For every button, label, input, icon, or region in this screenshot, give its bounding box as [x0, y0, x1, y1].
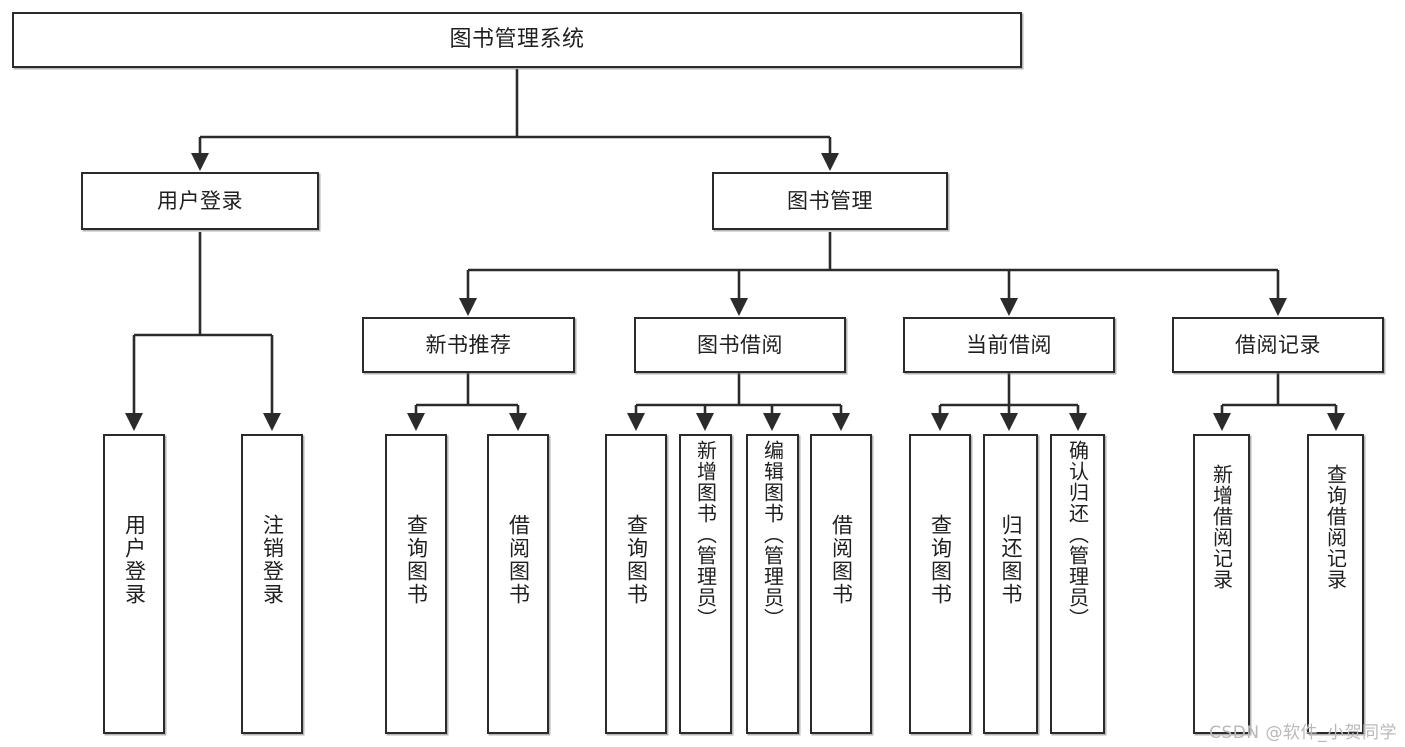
node-leaf-confirm-return-admin[interactable]: 确认归还（管理员）: [1050, 434, 1105, 734]
node-leaf-logout-label: 注销登录: [260, 514, 285, 606]
node-leaf-confirm-return-admin-label: 确认归还（管理员）: [1065, 440, 1090, 629]
watermark: CSDN @软件_小贺同学: [1209, 723, 1397, 743]
node-leaf-query-borrow-record-label: 查询借阅记录: [1323, 464, 1348, 590]
node-current-borrow-label: 当前借阅: [966, 332, 1052, 357]
node-leaf-borrow-books-2-label: 借阅图书: [829, 514, 854, 606]
node-leaf-query-books-1[interactable]: 查询图书: [385, 434, 447, 734]
node-book-borrow[interactable]: 图书借阅: [634, 317, 846, 373]
node-leaf-user-login-label: 用户登录: [122, 514, 147, 606]
node-leaf-query-books-3-label: 查询图书: [928, 514, 953, 606]
node-leaf-add-borrow-record[interactable]: 新增借阅记录: [1193, 434, 1250, 734]
node-borrow-record-label: 借阅记录: [1235, 332, 1321, 357]
node-leaf-query-books-2-label: 查询图书: [624, 514, 649, 606]
node-user-login[interactable]: 用户登录: [81, 172, 319, 230]
node-book-borrow-label: 图书借阅: [697, 332, 783, 357]
node-leaf-add-book-admin[interactable]: 新增图书（管理员）: [679, 434, 732, 734]
node-leaf-add-borrow-record-label: 新增借阅记录: [1209, 464, 1234, 590]
node-leaf-return-books-label: 归还图书: [999, 514, 1023, 606]
node-leaf-borrow-books-1-label: 借阅图书: [506, 514, 531, 606]
node-leaf-query-borrow-record[interactable]: 查询借阅记录: [1307, 434, 1364, 734]
node-user-login-label: 用户登录: [157, 188, 243, 213]
node-leaf-edit-book-admin-label: 编辑图书（管理员）: [760, 440, 785, 629]
node-book-management-label: 图书管理: [787, 188, 873, 213]
node-root[interactable]: 图书管理系统: [12, 12, 1022, 68]
node-root-label: 图书管理系统: [449, 27, 585, 53]
node-leaf-user-login[interactable]: 用户登录: [103, 434, 165, 734]
node-new-book-recommend[interactable]: 新书推荐: [362, 317, 575, 373]
node-current-borrow[interactable]: 当前借阅: [903, 317, 1115, 373]
node-leaf-logout[interactable]: 注销登录: [241, 434, 303, 734]
node-new-book-recommend-label: 新书推荐: [425, 332, 512, 357]
node-leaf-query-books-1-label: 查询图书: [404, 514, 429, 606]
node-book-management[interactable]: 图书管理: [712, 172, 948, 230]
node-leaf-query-books-2[interactable]: 查询图书: [605, 434, 667, 734]
node-leaf-return-books[interactable]: 归还图书: [983, 434, 1038, 734]
node-leaf-add-book-admin-label: 新增图书（管理员）: [693, 440, 718, 629]
node-borrow-record[interactable]: 借阅记录: [1172, 317, 1384, 373]
node-leaf-edit-book-admin[interactable]: 编辑图书（管理员）: [746, 434, 799, 734]
node-leaf-borrow-books-1[interactable]: 借阅图书: [487, 434, 549, 734]
node-leaf-borrow-books-2[interactable]: 借阅图书: [810, 434, 872, 734]
node-leaf-query-books-3[interactable]: 查询图书: [909, 434, 971, 734]
